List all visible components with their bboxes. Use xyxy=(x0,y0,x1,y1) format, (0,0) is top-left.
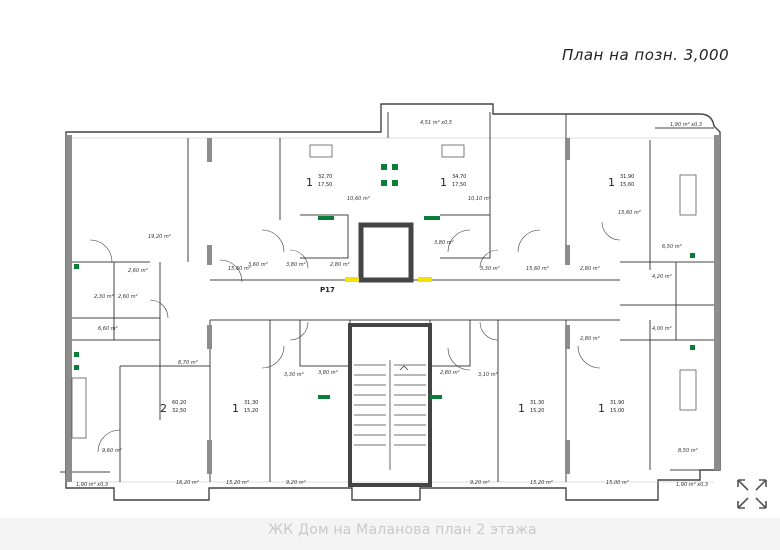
area-label: 3,80 m² xyxy=(434,240,454,246)
area-label: 15,20 m² xyxy=(530,480,553,486)
ap6-total: 31,30 xyxy=(530,400,544,406)
area-label: 9,60 m² xyxy=(102,448,122,454)
ap5-total: 31,30 xyxy=(244,400,258,406)
area-label: 1,90 m² x0,3 xyxy=(76,482,108,488)
area-label: 6,60 m² xyxy=(98,326,118,332)
area-label: 8,50 m² xyxy=(678,448,698,454)
area-label: 2,80 m² xyxy=(440,370,460,376)
area-label: 1,90 m² x0,3 xyxy=(676,482,708,488)
ap6-living: 15,20 xyxy=(530,408,544,414)
ap4-rooms: 2 xyxy=(160,402,167,415)
ap7-total: 31,90 xyxy=(610,400,624,406)
area-label: 8,70 m² xyxy=(178,360,198,366)
ap5-rooms: 1 xyxy=(232,402,239,415)
area-label: 15,60 m² xyxy=(228,266,251,272)
area-label: 9,20 m² xyxy=(286,480,306,486)
ap3-living: 15,60 xyxy=(620,182,634,188)
ap7-rooms: 1 xyxy=(598,402,605,415)
corridor xyxy=(210,279,620,321)
area-label: 2,30 m² xyxy=(94,294,114,300)
caption-text: ЖК Дом на Маланова план 2 этажа xyxy=(268,522,537,538)
area-label: 4,20 m² xyxy=(652,274,672,280)
ap7-living: 15,00 xyxy=(610,408,624,414)
outer-wall xyxy=(65,103,721,501)
area-label: 1,90 m² x0,3 xyxy=(670,122,702,128)
area-label: 3,80 m² xyxy=(318,370,338,376)
ap3-total: 31,90 xyxy=(620,174,634,180)
ap4-living: 32,50 xyxy=(172,408,186,414)
ap2-total: 34,70 xyxy=(452,174,466,180)
area-label: 19,20 m² xyxy=(148,234,171,240)
ap1-rooms: 1 xyxy=(306,176,313,189)
area-label: 15,00 m² xyxy=(606,480,629,486)
ap3-rooms: 1 xyxy=(608,176,615,189)
area-label: 2,60 m² xyxy=(118,294,138,300)
area-label: 15,60 m² xyxy=(618,210,641,216)
area-label: 3,10 m² xyxy=(478,372,498,378)
caption-bar: ЖК Дом на Маланова план 2 этажа xyxy=(0,518,780,550)
ap2-living: 17,50 xyxy=(452,182,466,188)
plan-title: План на позн. 3,000 xyxy=(562,46,730,64)
area-label: 4,00 m² xyxy=(652,326,672,332)
area-label: 16,20 m² xyxy=(176,480,199,486)
area-label: 10,60 m² xyxy=(347,196,370,202)
area-label: 3,60 m² xyxy=(248,262,268,268)
ap4-total: 60,20 xyxy=(172,400,186,406)
area-label: 3,30 m² xyxy=(480,266,500,272)
area-label: 6,50 m² xyxy=(662,244,682,250)
area-label: 2,80 m² xyxy=(580,336,600,342)
expand-arrows-icon[interactable] xyxy=(734,476,770,512)
area-label: 3,80 m² xyxy=(286,262,306,268)
area-label: 2,80 m² xyxy=(330,262,350,268)
ap5-living: 15,20 xyxy=(244,408,258,414)
staircase xyxy=(348,323,432,487)
ap6-rooms: 1 xyxy=(518,402,525,415)
area-label: 10,10 m² xyxy=(468,196,491,202)
ap1-living: 17,50 xyxy=(318,182,332,188)
area-label: 2,80 m² xyxy=(580,266,600,272)
area-label: 15,20 m² xyxy=(226,480,249,486)
ap1-total: 32,70 xyxy=(318,174,332,180)
elevator-shaft xyxy=(358,222,414,283)
area-label: 2,60 m² xyxy=(128,268,148,274)
stair-label: Р17 xyxy=(320,286,335,294)
area-label: 4,51 m² x0,5 xyxy=(420,120,452,126)
ap2-rooms: 1 xyxy=(440,176,447,189)
area-label: 3,30 m² xyxy=(284,372,304,378)
area-label: 9,20 m² xyxy=(470,480,490,486)
area-label: 15,60 m² xyxy=(526,266,549,272)
